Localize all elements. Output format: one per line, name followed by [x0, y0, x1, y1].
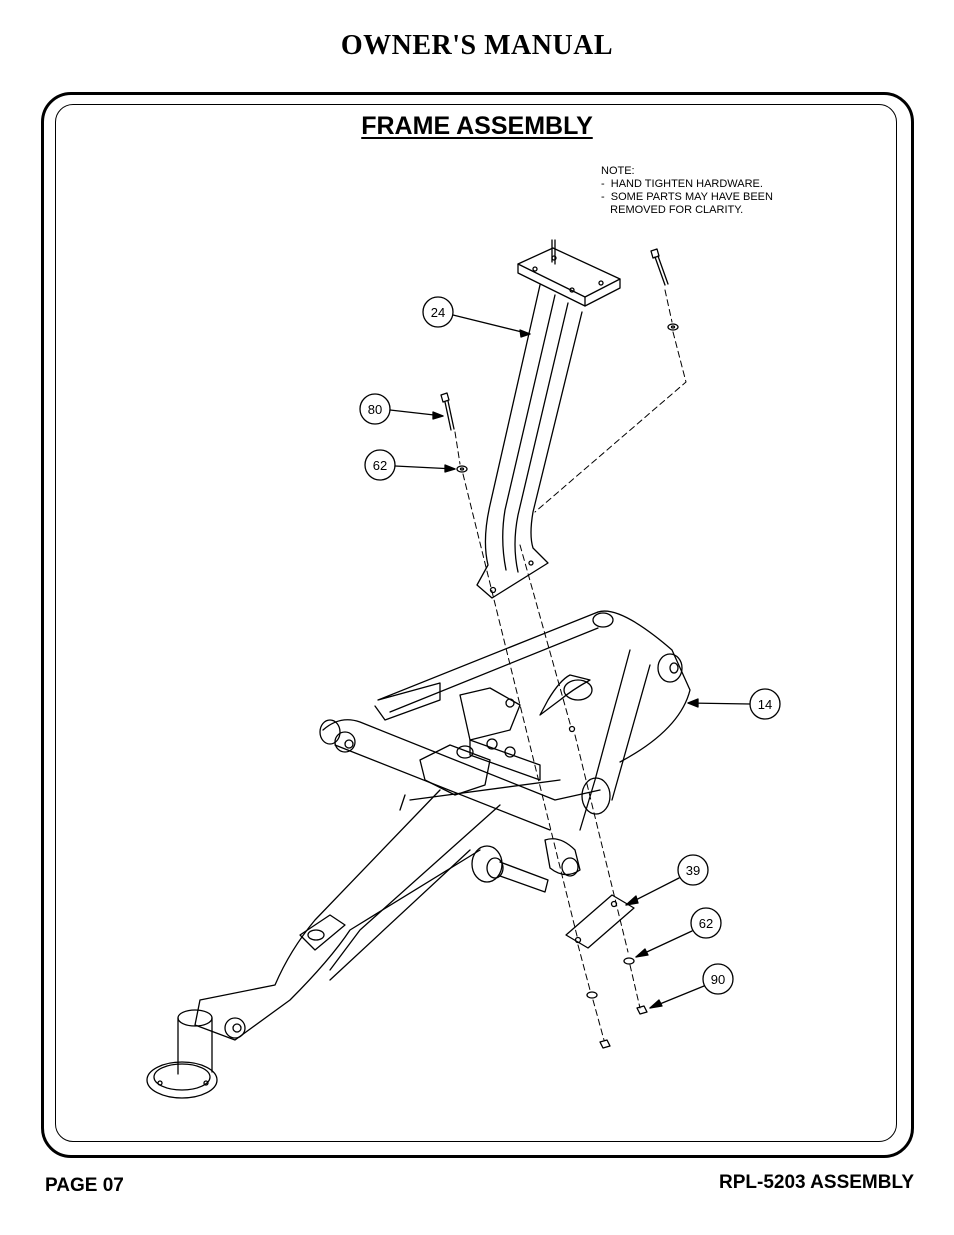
page-number: PAGE 07	[45, 1175, 124, 1196]
callout-39: 39	[625, 854, 709, 906]
callout-label: 90	[711, 972, 725, 987]
section-title: FRAME ASSEMBLY	[361, 112, 593, 140]
manual-title: OWNER'S MANUAL	[340, 30, 614, 61]
callout-label: 14	[758, 697, 772, 712]
washer	[586, 991, 598, 999]
note-line: - HAND TIGHTEN HARDWARE.	[601, 178, 763, 190]
callout-label: 80	[368, 402, 382, 417]
inner-border	[55, 104, 897, 1142]
note-line: REMOVED FOR CLARITY.	[601, 204, 744, 216]
callout-label: 62	[373, 458, 387, 473]
callout-90: 90	[649, 963, 734, 1009]
callout-24: 24	[422, 296, 531, 338]
callout-label: 39	[686, 863, 700, 878]
nut-90	[636, 1005, 648, 1015]
note-line: - SOME PARTS MAY HAVE BEEN	[601, 191, 773, 203]
upright-mount-part	[476, 239, 621, 599]
bolt-80	[440, 392, 468, 473]
model-assembly-label: RPL-5203 ASSEMBLY	[719, 1172, 914, 1193]
plate-39	[565, 894, 635, 949]
callout-80: 80	[359, 393, 444, 425]
outer-border	[41, 92, 914, 1158]
callout-14: 14	[687, 688, 781, 720]
main-frame-part	[146, 610, 691, 1099]
note-line: NOTE:	[601, 165, 635, 177]
assembly-note: NOTE: - HAND TIGHTEN HARDWARE. - SOME PA…	[601, 165, 773, 217]
nut	[599, 1039, 611, 1049]
callout-label: 62	[699, 916, 713, 931]
bolt-hardware	[650, 248, 679, 331]
callout-62-top: 62	[364, 449, 456, 481]
callout-label: 24	[431, 305, 445, 320]
washer-62	[623, 957, 635, 965]
callout-62-bottom: 62	[635, 907, 722, 958]
